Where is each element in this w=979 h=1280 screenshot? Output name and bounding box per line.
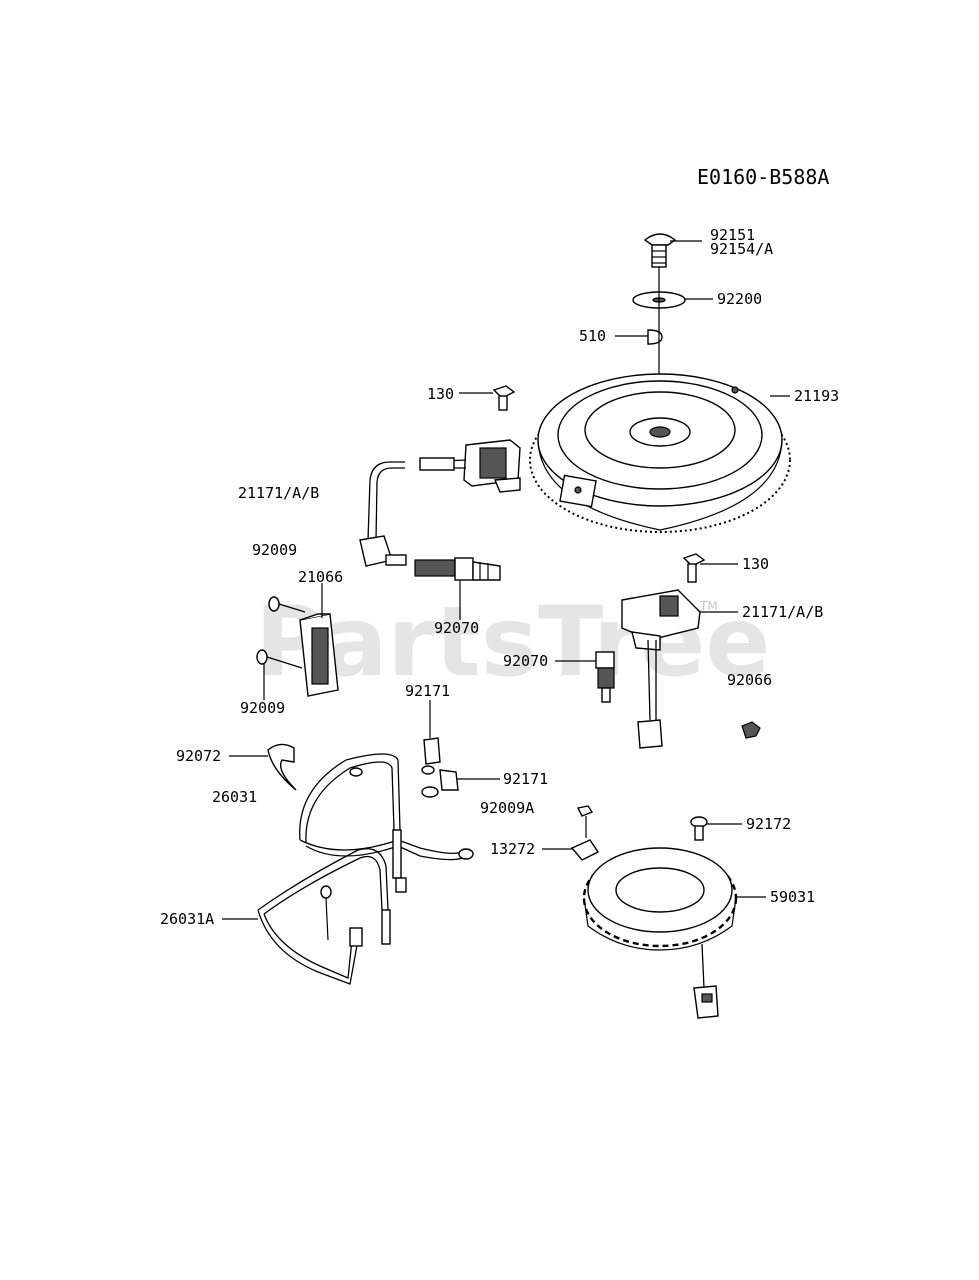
label-92151: 92151 [710,226,755,244]
connector-92171-right[interactable] [421,769,459,798]
label-13272: 13272 [490,840,535,858]
label-92154a: 92154/A [710,240,773,258]
harness-26031[interactable] [299,753,474,893]
connector-92171-top[interactable] [421,737,441,775]
ignition-coil-21171-right[interactable] [621,589,701,749]
label-130-right: 130 [742,555,769,573]
label-21171-right: 21171/A/B [742,603,823,621]
clamp-92072[interactable] [267,743,297,791]
label-92171-top: 92171 [405,682,450,700]
spark-plug-92070-left[interactable] [385,554,501,581]
screw-92172[interactable] [690,816,708,841]
regulator-21066[interactable] [299,613,339,697]
screw-92009-top[interactable] [268,596,306,613]
label-59031: 59031 [770,888,815,906]
label-92066: 92066 [727,671,772,689]
nut-92066[interactable] [741,721,761,739]
label-130-top: 130 [427,385,454,403]
screw-92009-bottom[interactable] [256,649,303,669]
label-92070-right: 92070 [503,652,548,670]
watermark-trademark: TM [699,599,718,613]
label-92172: 92172 [746,815,791,833]
label-26031: 26031 [212,788,257,806]
label-92171-right: 92171 [503,770,548,788]
label-510: 510 [579,327,606,345]
key-510[interactable] [647,329,663,345]
label-21171-left: 21171/A/B [238,484,319,502]
label-21193: 21193 [794,387,839,405]
label-26031a: 26031A [160,910,214,928]
flywheel-21193[interactable] [529,373,791,533]
stator-59031[interactable] [582,847,738,1019]
bolt-92151[interactable] [643,233,677,268]
label-92072: 92072 [176,747,221,765]
spark-plug-92070-right[interactable] [595,651,615,703]
label-92009-top: 92009 [252,541,297,559]
label-92200: 92200 [717,290,762,308]
screw-13272[interactable] [570,805,600,861]
label-92009a: 92009A [480,799,534,817]
label-92070-left: 92070 [434,619,479,637]
bolt-130-right[interactable] [682,553,706,583]
harness-26031a[interactable] [257,848,391,985]
diagram-code: E0160-B588A [697,165,829,189]
ignition-coil-21171-left[interactable] [359,439,521,567]
label-92009-bottom: 92009 [240,699,285,717]
label-21066: 21066 [298,568,343,586]
bolt-130-top[interactable] [492,385,516,411]
